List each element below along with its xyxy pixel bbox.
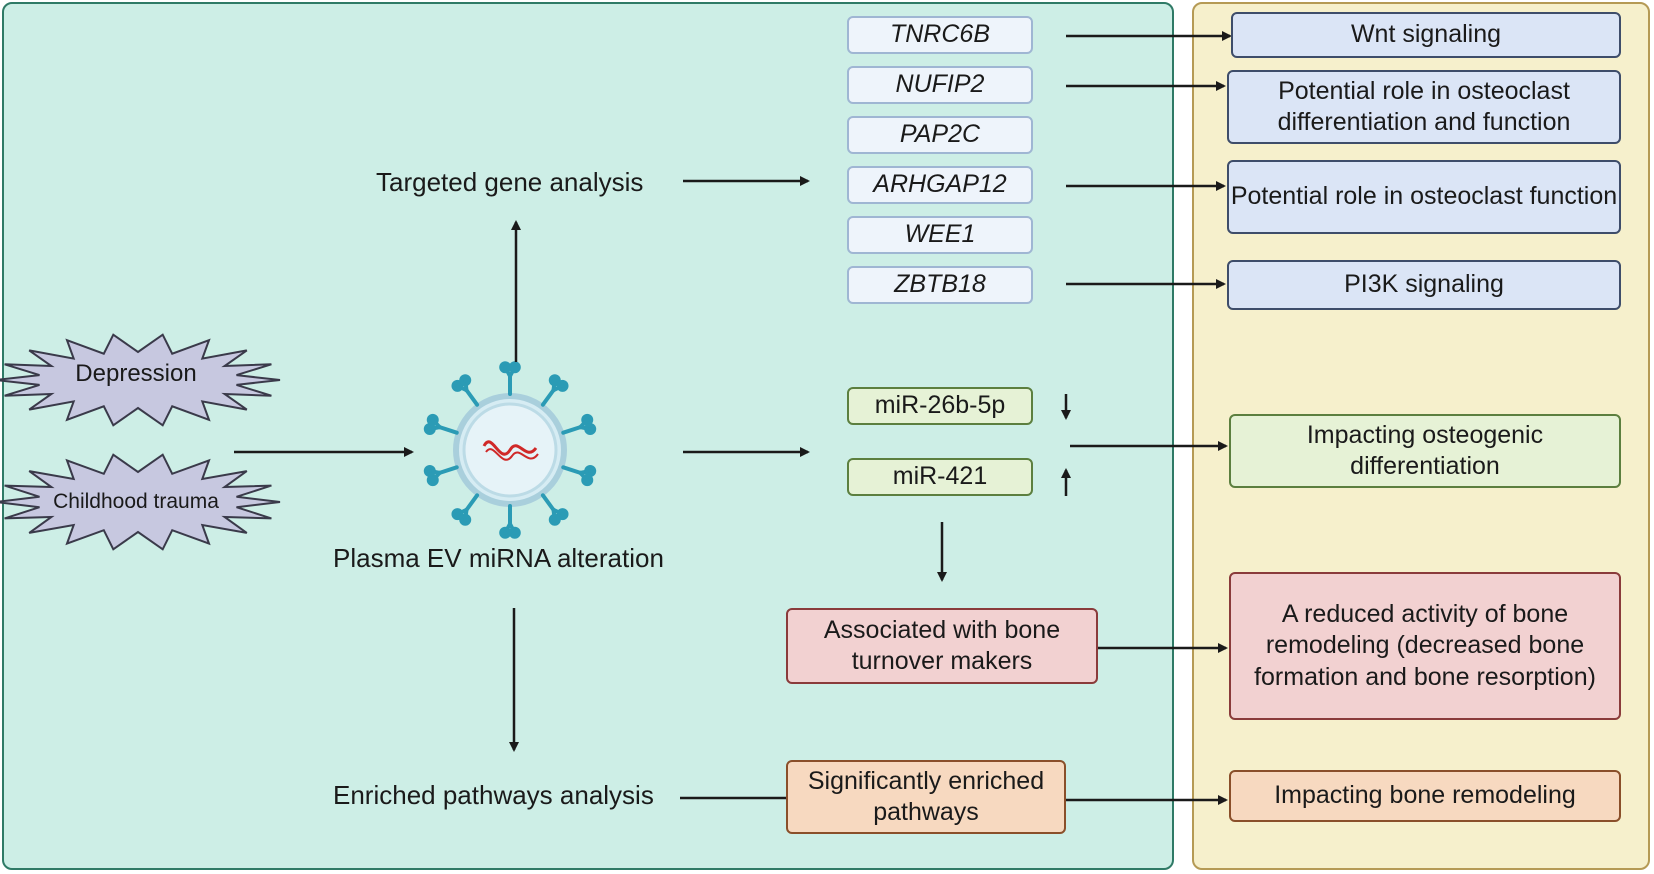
plasma-ev-label: Plasma EV miRNA alteration xyxy=(333,543,664,573)
ev-receptor-tip xyxy=(508,526,521,539)
ev-receptor-tip xyxy=(451,379,464,392)
ev-receptor-tip xyxy=(459,374,472,387)
ev-receptor-tip xyxy=(548,513,561,526)
childhood-trauma-label: Childhood trauma xyxy=(53,490,219,513)
ev-receptor-stem xyxy=(540,388,556,407)
ev-receptor-tip xyxy=(581,474,594,487)
depression-label: Depression xyxy=(75,360,197,387)
ev-receptor-tip xyxy=(423,465,436,478)
enriched-pathways-analysis-label: Enriched pathways analysis xyxy=(333,780,654,810)
gene-box-zbtb18: ZBTB18 xyxy=(847,266,1033,304)
targeted-gene-analysis-label: Targeted gene analysis xyxy=(376,167,644,197)
mirna-box-mir421: miR-421 xyxy=(847,458,1033,496)
osteoclast-differentiation-box: Potential role in osteoclast differentia… xyxy=(1227,70,1621,144)
ev-receptor-stem xyxy=(561,425,583,435)
enriched-pathways-box: Significantly enriched pathways xyxy=(786,760,1066,834)
gene-box-nufip2: NUFIP2 xyxy=(847,66,1033,104)
ev-receptor-tip xyxy=(508,361,521,374)
gene-box-pap2c: PAP2C xyxy=(847,116,1033,154)
ev-receptor-stem xyxy=(437,425,459,435)
osteogenic-differentiation-box: Impacting osteogenic differentiation xyxy=(1229,414,1621,488)
bone-remodeling-reduction-box: A reduced activity of bone remodeling (d… xyxy=(1229,572,1621,720)
gene-box-arhgap12: ARHGAP12 xyxy=(847,166,1033,204)
ev-receptor-tip xyxy=(423,422,436,435)
ev-receptor-tip xyxy=(584,465,597,478)
ev-receptor-tip xyxy=(581,413,594,426)
gene-box-tnrc6b: TNRC6B xyxy=(847,16,1033,54)
ev-receptor-tip xyxy=(499,526,512,539)
osteoclast-function-box: Potential role in osteoclast function xyxy=(1227,160,1621,234)
ev-receptor-tip xyxy=(451,508,464,521)
pi3k-signaling-box: PI3K signaling xyxy=(1227,260,1621,310)
ev-receptor-tip xyxy=(459,513,472,526)
ev-receptor-tip xyxy=(556,508,569,521)
depression-starburst xyxy=(0,333,281,427)
ev-receptor-tip xyxy=(426,413,439,426)
extracellular-vesicle-icon xyxy=(423,361,597,539)
ev-receptor-stem xyxy=(561,465,583,475)
ev-receptor-stem xyxy=(540,493,556,512)
mirna-box-mir26b: miR-26b-5p xyxy=(847,387,1033,425)
childhood-trauma-starburst xyxy=(0,453,281,551)
ev-receptor-tip xyxy=(584,422,597,435)
bone-remodeling-impact-box: Impacting bone remodeling xyxy=(1229,770,1621,822)
wnt-signaling-box: Wnt signaling xyxy=(1231,12,1621,58)
ev-receptor-tip xyxy=(499,361,512,374)
ev-receptor-tip xyxy=(548,374,561,387)
ev-receptor-stem xyxy=(464,388,480,407)
bone-turnover-box: Associated with bone turnover makers xyxy=(786,608,1098,684)
gene-box-wee1: WEE1 xyxy=(847,216,1033,254)
ev-receptor-stem xyxy=(437,465,459,475)
ev-receptor-tip xyxy=(426,474,439,487)
ev-receptor-stem xyxy=(464,493,480,512)
ev-receptor-tip xyxy=(556,379,569,392)
